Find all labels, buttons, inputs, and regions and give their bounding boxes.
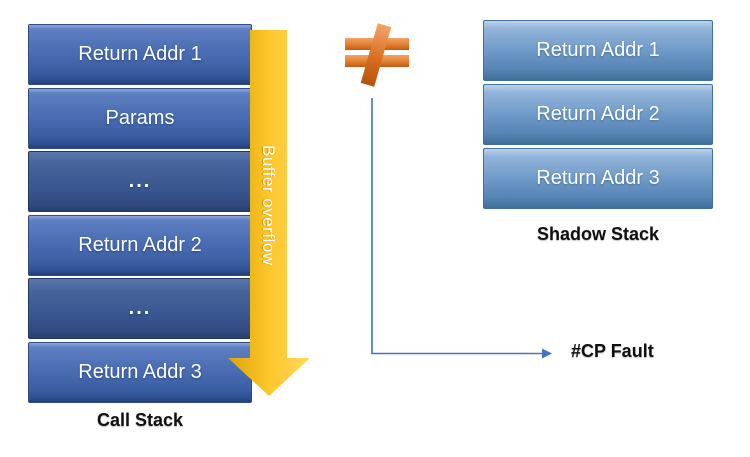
cp-fault-label: #CP Fault (571, 341, 654, 361)
shadow-stack-cell: Return Addr 2 (483, 84, 713, 145)
call-stack: Return Addr 1 Params ... Return Addr 2 .… (28, 24, 252, 403)
call-stack-cell: Return Addr 3 (28, 341, 252, 403)
shadow-stack-cell: Return Addr 1 (483, 20, 713, 81)
call-stack-cell: Params (28, 87, 252, 149)
shadow-stack: Return Addr 1 Return Addr 2 Return Addr … (483, 20, 713, 209)
call-stack-cell: ... (28, 151, 252, 212)
buffer-overflow-arrow-icon (228, 30, 310, 396)
shadow-stack-cell: Return Addr 3 (483, 148, 713, 209)
call-stack-cell: Return Addr 2 (28, 214, 252, 276)
not-equal-icon (345, 23, 409, 87)
buffer-overflow-label: Buffer overflow (259, 144, 278, 266)
call-stack-cell: Return Addr 1 (28, 24, 252, 85)
call-stack-label: Call Stack (96, 410, 184, 430)
call-stack-cell: ... (28, 278, 252, 339)
cp-fault-connector-arrow (371, 98, 552, 359)
shadow-stack-label: Shadow Stack (536, 224, 660, 244)
